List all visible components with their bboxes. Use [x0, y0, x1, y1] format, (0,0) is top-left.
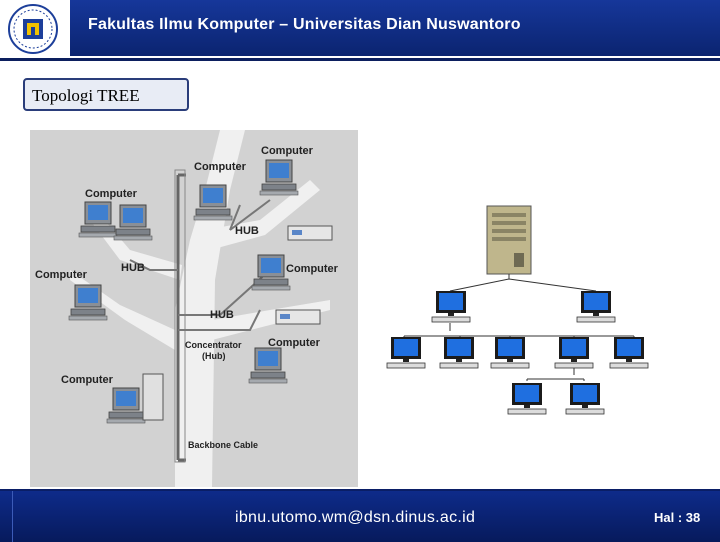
- label-hub-lower: HUB: [210, 309, 234, 321]
- tree-topology-illustration: Computer Computer Computer Computer Comp…: [30, 130, 358, 487]
- computer-icon: [68, 284, 108, 321]
- label-computer-left-top: Computer: [85, 188, 138, 200]
- slide-footer: ibnu.utomo.wm@dsn.dinus.ac.id Hal : 38: [0, 489, 720, 542]
- server-icon: [486, 205, 532, 275]
- computer-icon: [386, 336, 426, 369]
- label-computer-bottom: Computer: [61, 374, 114, 386]
- hub-icon: [287, 225, 333, 241]
- page-number: Hal : 38: [654, 510, 701, 525]
- topic-title: Topologi TREE: [32, 86, 140, 105]
- label-concentrator: Concentrator: [185, 340, 242, 350]
- label-hub-left: HUB: [121, 262, 145, 274]
- computer-icon: [554, 336, 594, 369]
- footer-divider: [12, 491, 13, 542]
- computer-icon: [193, 184, 233, 221]
- computer-icon: [106, 387, 146, 424]
- header-title: Fakultas Ilmu Komputer – Universitas Dia…: [88, 16, 521, 33]
- computer-icon: [251, 254, 291, 291]
- label-concentrator-hub: (Hub): [202, 351, 226, 361]
- computer-icon: [439, 336, 479, 369]
- computer-icon: [609, 336, 649, 369]
- slide-header: Fakultas Ilmu Komputer – Universitas Dia…: [0, 0, 720, 61]
- computer-icon: [78, 201, 118, 238]
- computer-icon: [113, 204, 153, 241]
- server-tower-icon: [142, 373, 164, 421]
- label-computer-left-mid: Computer: [35, 269, 88, 281]
- header-bar: [70, 0, 720, 56]
- udinus-logo-icon: [8, 4, 58, 54]
- computer-icon: [259, 159, 299, 196]
- computer-icon: [565, 382, 605, 415]
- computer-icon: [507, 382, 547, 415]
- label-backbone: Backbone Cable: [188, 440, 258, 450]
- label-hub-upper: HUB: [235, 225, 259, 237]
- tree-hierarchy-illustration: [384, 203, 656, 420]
- label-computer-upper: Computer: [194, 161, 247, 173]
- label-computer-top: Computer: [261, 145, 314, 157]
- topic-box: Topologi TREE: [23, 78, 189, 111]
- computer-icon: [490, 336, 530, 369]
- label-computer-right-low: Computer: [268, 337, 321, 349]
- network-cables: [129, 199, 271, 331]
- computer-icon: [576, 290, 616, 323]
- label-computer-right-mid: Computer: [286, 263, 339, 275]
- computer-icon: [431, 290, 471, 323]
- computer-icon: [248, 347, 288, 384]
- hub-icon: [275, 309, 321, 325]
- footer-email: ibnu.utomo.wm@dsn.dinus.ac.id: [235, 509, 476, 526]
